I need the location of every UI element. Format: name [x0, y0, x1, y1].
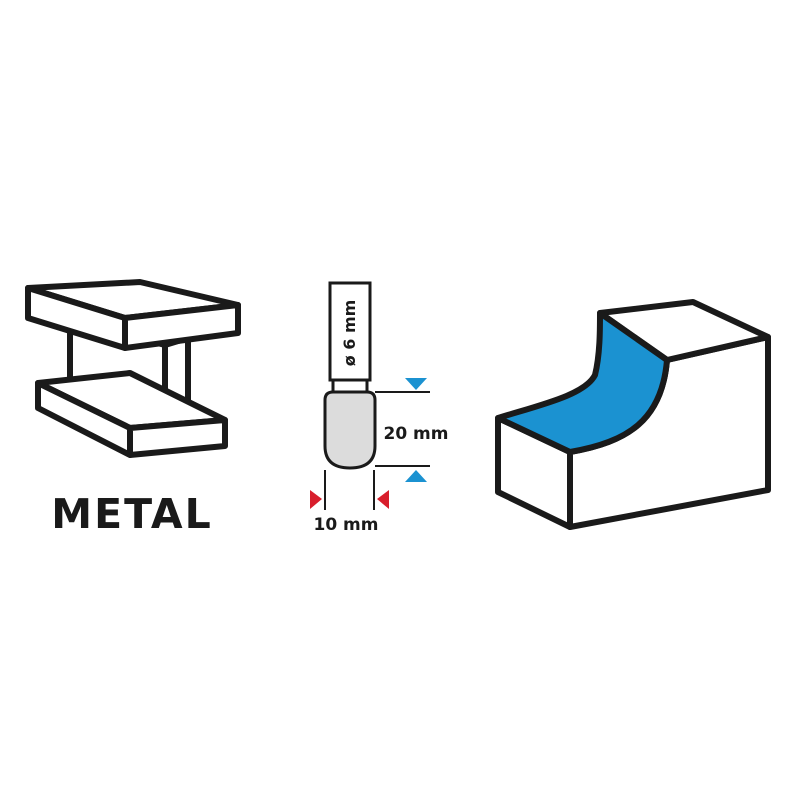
- blue-arrow-up-icon: [405, 470, 427, 482]
- head-diameter-label: 10 mm: [313, 515, 378, 535]
- ball-nose-burr-bit-icon: [323, 281, 377, 470]
- material-label: METAL: [51, 490, 212, 538]
- head-diameter-dimension: [310, 470, 389, 510]
- head-length-dimension: [375, 378, 430, 482]
- red-arrow-left-icon: [377, 490, 389, 509]
- cove-cut-surface: [495, 310, 670, 455]
- bit-neck: [331, 378, 369, 394]
- bit-shank: [328, 281, 372, 382]
- red-arrow-right-icon: [310, 490, 322, 509]
- bit-head: [323, 390, 377, 470]
- shank-diameter-label: ø 6 mm: [340, 300, 359, 367]
- cove-profile-cut-icon: [495, 299, 771, 530]
- head-length-label: 20 mm: [383, 424, 448, 444]
- blue-arrow-down-icon: [405, 378, 427, 390]
- i-beam-icon: [25, 279, 241, 458]
